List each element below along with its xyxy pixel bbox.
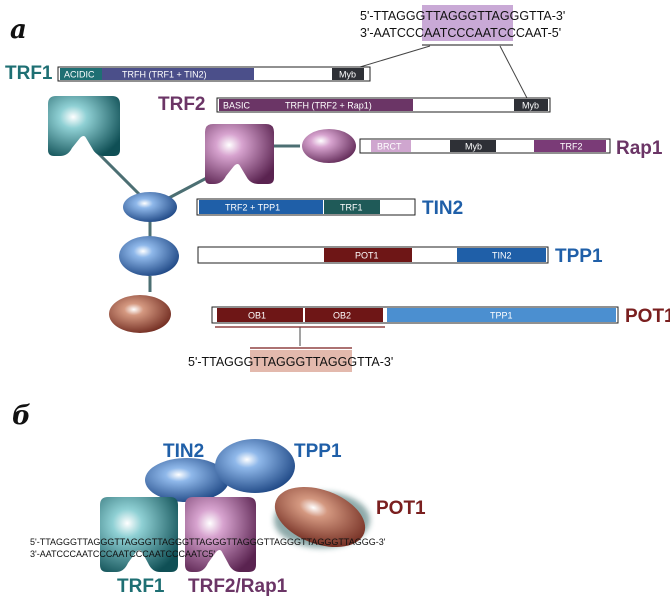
pot1-tpp1-label: TPP1 [490,311,513,321]
top-seq-line1: 5'-TTAGGGTTAGGGTTAGGGTTA-3' [360,9,565,23]
pot1-shape-icon [109,295,171,333]
tpp1-bar: POT1 TIN2 TPP1 [197,246,603,267]
complex-dna-line2: 3'-AATCCCAATCCCAATCCCAATCCCAATC5' [30,549,215,559]
trf1-name: TRF1 [5,63,53,84]
rap1-name: Rap1 [616,138,663,159]
trf1-trfh-domain [102,68,254,80]
trf2-shape-icon [205,124,274,184]
panel-label-b: б [12,401,31,431]
pot1-sequence: 5'-TTAGGGTTAGGGTTAGGGTTA-3' [188,347,393,372]
tin2-shape-icon [123,192,177,222]
panel-b-complex: 5'-TTAGGGTTAGGGTTAGGGTTAGGGTTAGGGTTAGGGT… [30,439,426,597]
tpp1-shape-icon [119,236,179,276]
complex-tpp1-label: TPP1 [294,441,342,462]
trf1-myb-label: Myb [339,70,356,80]
complex-tin2-icon [145,458,229,502]
tin2-trf1-domain [324,200,380,214]
rap1-trf2-domain [534,140,606,152]
panel-a-shapes [48,96,356,333]
trf1-trfh-label: TRFH (TRF1 + TIN2) [122,70,207,80]
tin2-trf1-label: TRF1 [340,203,363,213]
trf1-acidic-domain [60,68,102,80]
rap1-trf2-label: TRF2 [560,142,583,152]
trf2-basic-label: BASIC [223,101,251,111]
rap1-myb-label: Myb [465,142,482,152]
pot1-sequence-highlight [250,350,352,372]
complex-pot1-label: POT1 [376,498,426,519]
trf2-basic-domain [219,99,261,111]
rap1-myb-domain [450,140,496,152]
tpp1-tin2-label: TIN2 [492,251,512,261]
trf1-myb-domain [332,68,364,80]
trf1-shape-icon [48,96,120,156]
pot1-ob2-label: OB2 [333,311,351,321]
tin2-trf2tpp1-domain [199,200,323,214]
trf2-name: TRF2 [158,94,206,115]
rap1-brct-label: BRCT [377,142,402,152]
tpp1-pot1-domain [324,248,412,262]
rap1-brct-domain [371,140,411,152]
tpp1-tin2-domain [457,248,546,262]
pot1-ob2-domain [305,308,383,322]
pot1-name: POT1 [625,306,670,327]
complex-trf1-label: TRF1 [117,576,165,597]
trf2-trfh-label: TRFH (TRF2 + Rap1) [285,101,372,111]
pot1-ob1-label: OB1 [248,311,266,321]
complex-tin2-label: TIN2 [163,441,204,462]
rap1-bar: BRCT Myb TRF2 Rap1 [359,138,663,159]
complex-trf2-icon [185,497,256,572]
trf2-myb-label: Myb [522,101,539,111]
top-sequence: 5'-TTAGGGTTAGGGTTAGGGTTA-3' 3'-AATCCCAAT… [349,5,565,101]
pot1-tpp1-domain [387,308,616,322]
complex-trf2rap1-label: TRF2/Rap1 [188,576,288,597]
rap1-shape-icon [302,129,356,163]
panel-label-a: a [10,15,27,45]
complex-trf1-icon [100,497,178,572]
top-sequence-highlight [422,5,513,41]
trf2-myb-domain [514,99,548,111]
complex-tpp1-icon [215,439,295,493]
complex-dna-line1: 5'-TTAGGGTTAGGGTTAGGGTTAGGGTTAGGGTTAGGGT… [30,537,386,547]
pot1-bar: OB1 OB2 TPP1 POT1 [211,306,670,346]
tpp1-pot1-label: POT1 [355,251,379,261]
tin2-bar: TRF2 + TPP1 TRF1 TIN2 [196,198,463,219]
top-seq-line2: 3'-AATCCCAATCCCAATCCCAAT-5' [360,26,561,40]
trf1-bar: TRF1 ACIDIC TRFH (TRF1 + TIN2) Myb [5,63,371,84]
trf1-acidic-label: ACIDIC [64,70,95,80]
tpp1-name: TPP1 [555,246,603,267]
trf2-bar: TRF2 BASIC TRFH (TRF2 + Rap1) Myb [158,94,551,115]
tin2-trf2tpp1-label: TRF2 + TPP1 [225,203,280,213]
pot1-ob1-domain [217,308,303,322]
pot1-seq-line: 5'-TTAGGGTTAGGGTTAGGGTTA-3' [188,355,393,369]
tin2-name: TIN2 [422,198,463,219]
trf2-trfh-domain [261,99,413,111]
complex-pot1-icon [274,486,366,548]
